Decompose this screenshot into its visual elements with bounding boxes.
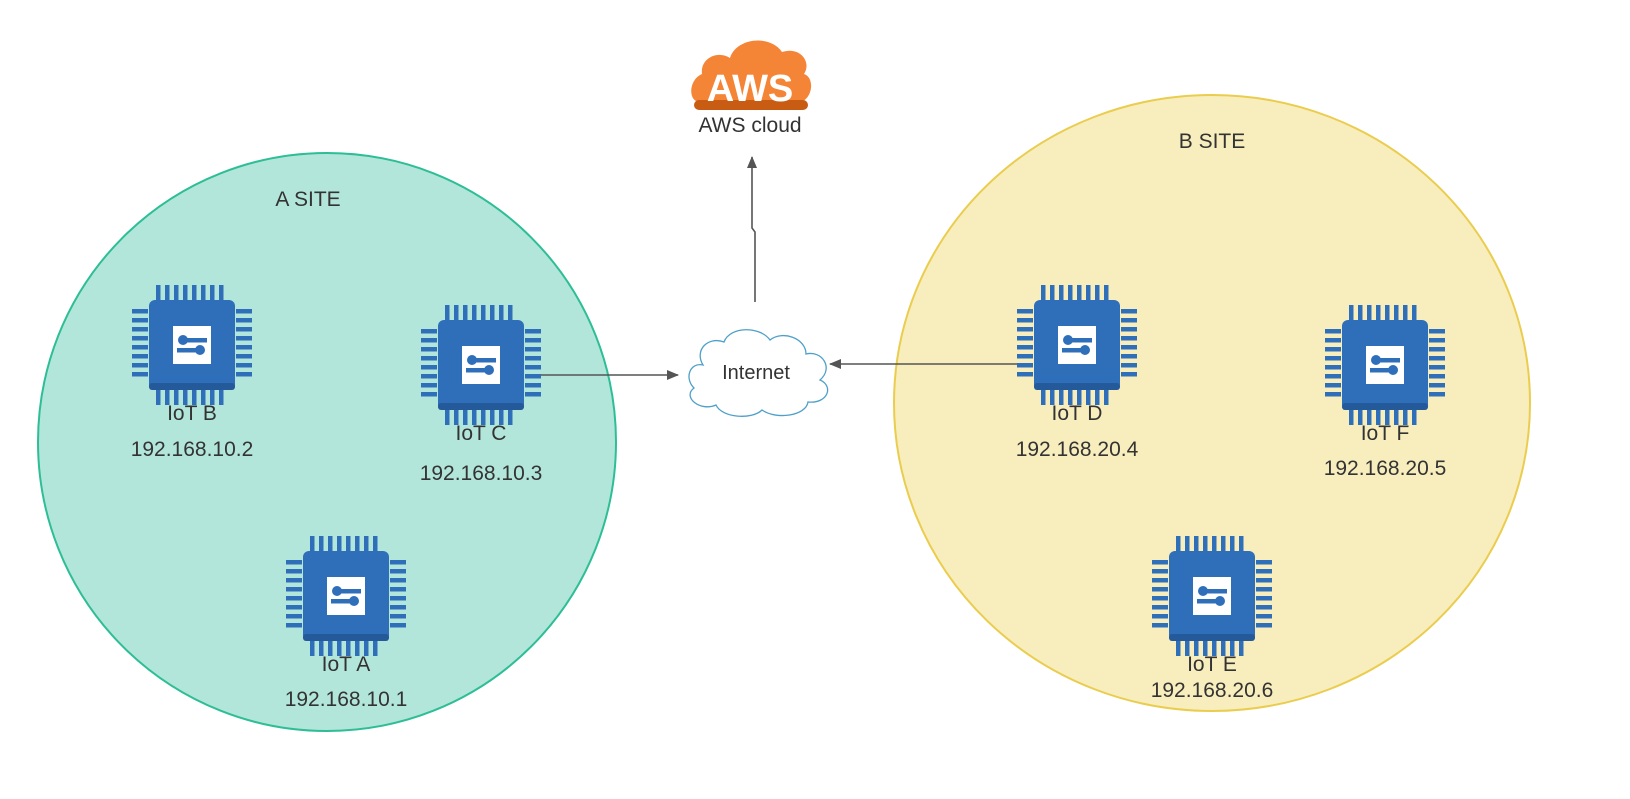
device-ip: 192.168.20.5 bbox=[1324, 457, 1447, 480]
aws-logo-text: AWS bbox=[707, 68, 794, 110]
device-name: IoT C bbox=[456, 422, 507, 445]
aws-cloud-label: AWS cloud bbox=[698, 114, 801, 137]
link-internet-to-aws bbox=[747, 156, 757, 302]
microchip-icon bbox=[132, 285, 252, 405]
internet-cloud: Internet bbox=[688, 329, 829, 417]
site-b-title: B SITE bbox=[1179, 130, 1246, 153]
device-iot-a: IoT A 192.168.10.1 bbox=[285, 536, 408, 711]
microchip-icon bbox=[1017, 285, 1137, 405]
internet-label: Internet bbox=[722, 362, 790, 384]
site-a-title: A SITE bbox=[275, 188, 340, 211]
device-name: IoT D bbox=[1052, 402, 1103, 425]
device-iot-d: IoT D 192.168.20.4 bbox=[1016, 285, 1139, 461]
cloud-icon bbox=[688, 329, 829, 417]
device-ip: 192.168.20.6 bbox=[1151, 679, 1274, 702]
device-ip: 192.168.10.2 bbox=[131, 438, 254, 461]
aws-logo-icon: AWS bbox=[691, 40, 812, 110]
site-b: B SITE bbox=[893, 94, 1531, 712]
microchip-icon bbox=[1152, 536, 1272, 656]
device-iot-e: IoT E 192.168.20.6 bbox=[1151, 536, 1274, 702]
microchip-icon bbox=[1325, 305, 1445, 425]
device-name: IoT E bbox=[1187, 653, 1237, 676]
device-name: IoT F bbox=[1361, 422, 1410, 445]
device-ip: 192.168.10.3 bbox=[420, 462, 543, 485]
site-b-boundary bbox=[893, 94, 1531, 712]
device-name: IoT A bbox=[322, 653, 371, 676]
microchip-icon bbox=[286, 536, 406, 656]
device-ip: 192.168.10.1 bbox=[285, 688, 408, 711]
microchip-icon bbox=[421, 305, 541, 425]
site-a-boundary bbox=[37, 152, 617, 732]
site-a: A SITE bbox=[37, 152, 617, 732]
device-iot-c: IoT C 192.168.10.3 bbox=[420, 305, 543, 485]
aws-cloud: AWS AWS cloud bbox=[691, 40, 812, 137]
device-name: IoT B bbox=[167, 402, 217, 425]
connectors bbox=[538, 156, 1033, 380]
device-ip: 192.168.20.4 bbox=[1016, 438, 1139, 461]
device-iot-f: IoT F 192.168.20.5 bbox=[1324, 305, 1447, 480]
device-iot-b: IoT B 192.168.10.2 bbox=[131, 285, 254, 461]
